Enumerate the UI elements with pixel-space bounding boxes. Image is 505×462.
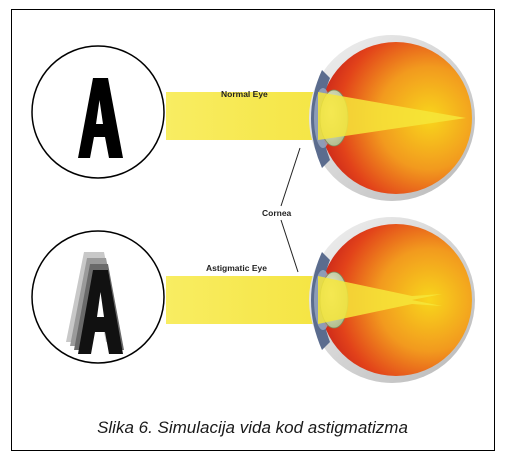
cornea-pointer-bottom	[281, 220, 298, 272]
cornea-label: Cornea	[262, 208, 292, 218]
cornea-callout: Cornea	[262, 148, 300, 272]
cornea-pointer-top	[281, 148, 300, 206]
astigmatic-eye-diagram: Astigmatic Eye	[32, 217, 475, 383]
normal-letter-circle	[32, 46, 164, 178]
normal-eyeball	[309, 35, 475, 201]
astigmatic-eye-label: Astigmatic Eye	[206, 263, 267, 273]
astigmatic-eyeball	[309, 217, 475, 383]
normal-eye-label: Normal Eye	[221, 89, 268, 99]
normal-eye-diagram: Normal Eye	[32, 35, 475, 201]
figure-caption: Slika 6. Simulacija vida kod astigmatizm…	[0, 418, 505, 438]
